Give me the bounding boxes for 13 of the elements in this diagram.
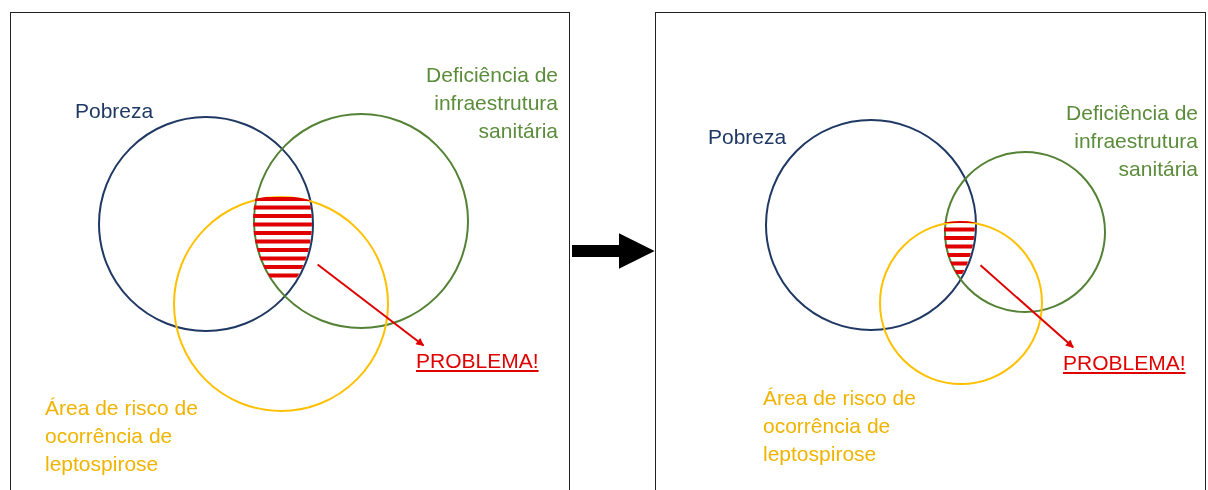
block-arrow — [572, 233, 655, 269]
circle-label: Deficiência de infraestrutura sanitária — [425, 62, 558, 144]
leader-arrow — [979, 264, 1075, 349]
problem-label: PROBLEMA! — [1063, 351, 1186, 375]
panel-frame — [655, 12, 1206, 490]
panel-frame — [10, 12, 570, 490]
problem-label: PROBLEMA! — [416, 349, 539, 373]
circle-label: Pobreza — [75, 98, 155, 124]
circle-label: Área de risco de ocorrência de leptospirose — [45, 395, 199, 477]
circle-label: Pobreza — [708, 124, 788, 150]
circle-label: Deficiência de infraestrutura sanitária — [1065, 100, 1198, 182]
circle-label: Área de risco de ocorrência de leptospirose — [763, 385, 917, 467]
leader-arrow — [316, 263, 425, 347]
